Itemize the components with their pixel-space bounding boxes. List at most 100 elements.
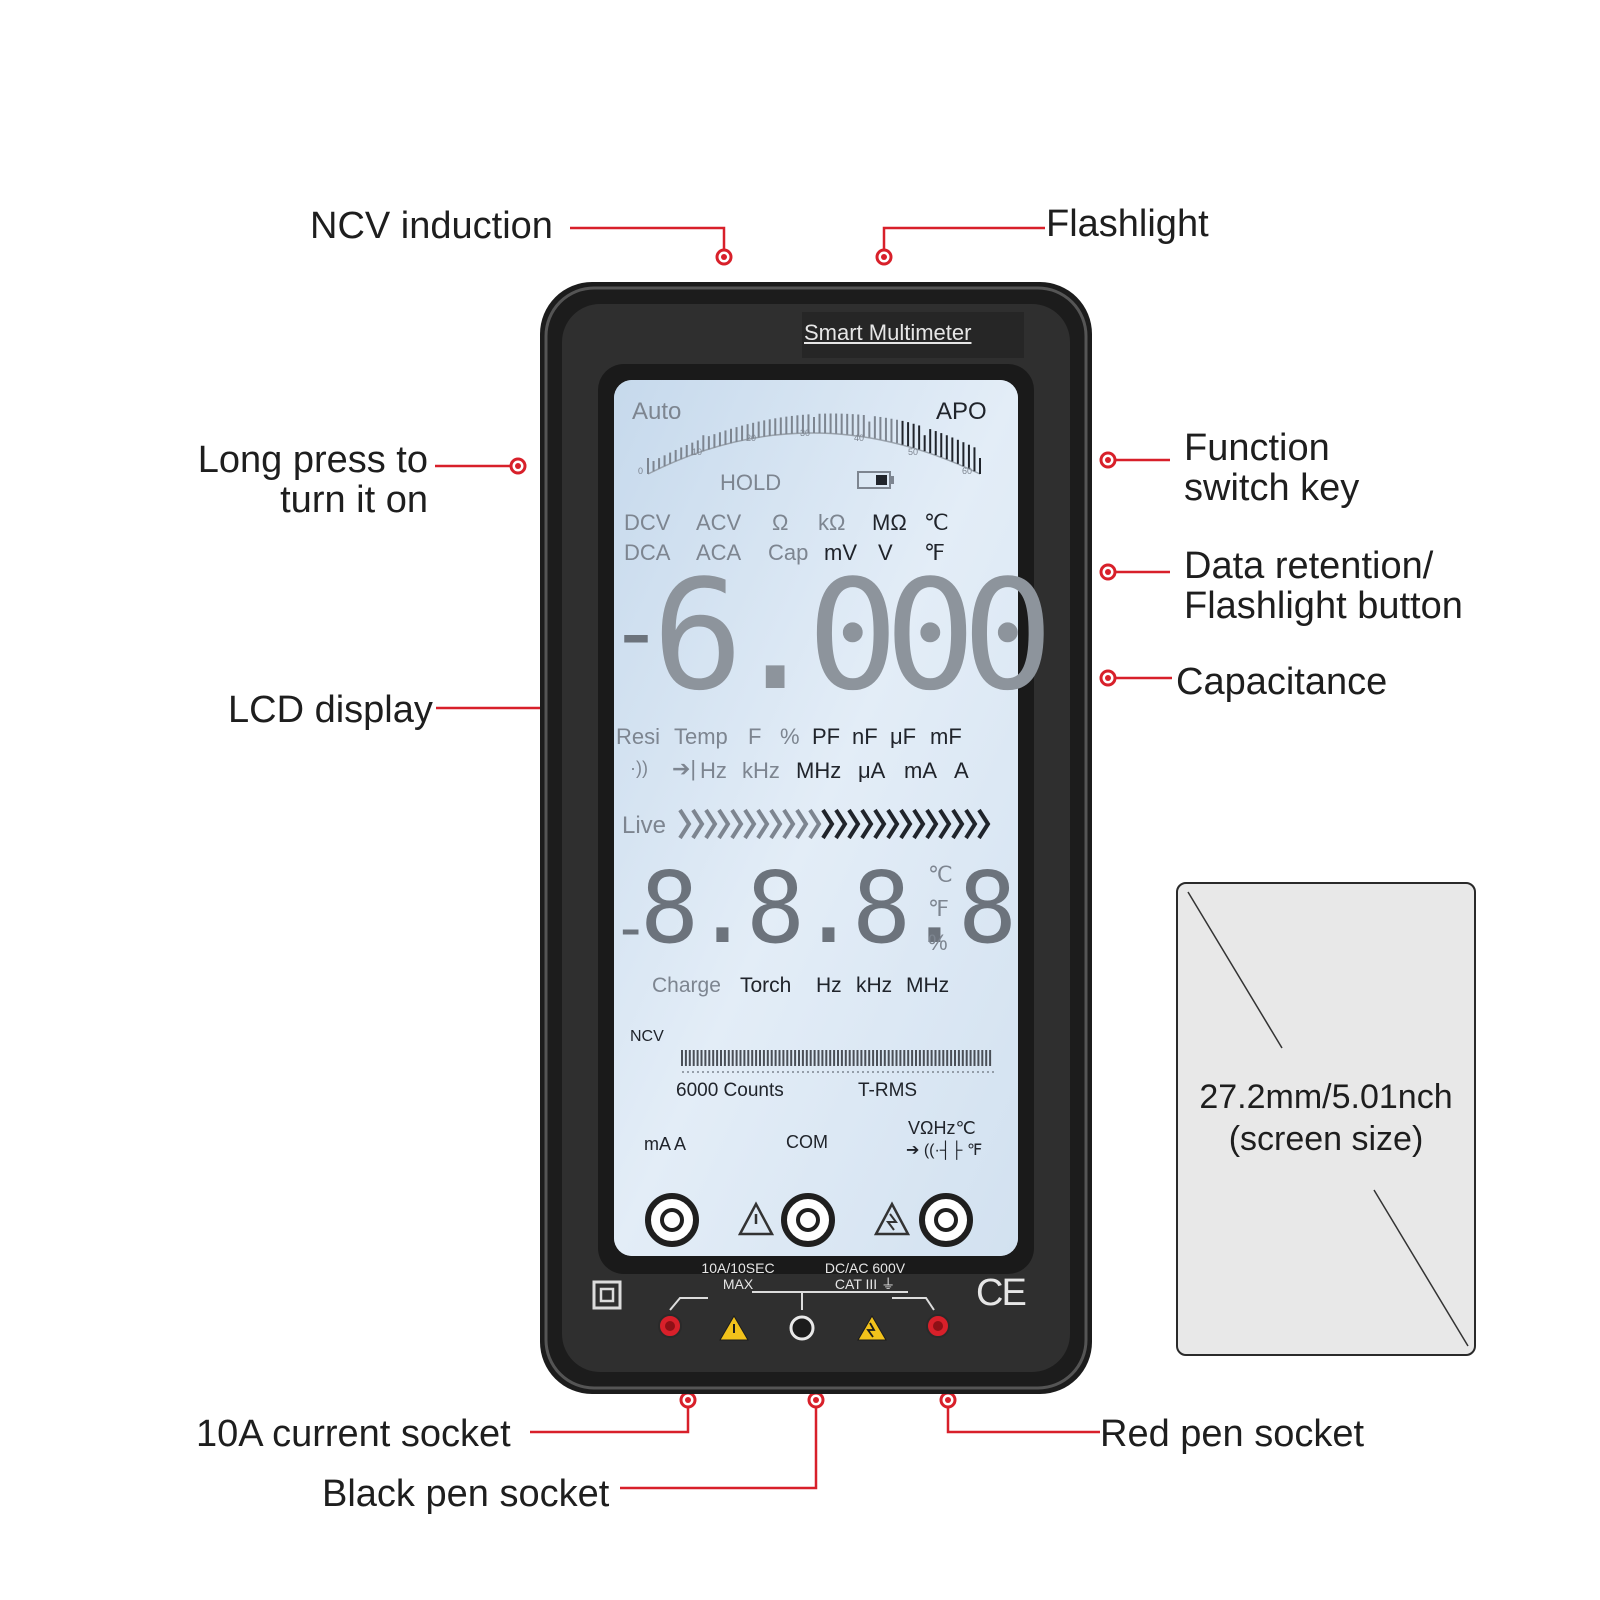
- lcd-sec-row-1: Torch: [740, 974, 792, 997]
- lcd-main-reading: 6.000: [652, 547, 1054, 724]
- label-black-pen-socket: Black pen socket: [322, 1473, 610, 1515]
- lcd-sec-row-3: kHz: [856, 974, 893, 997]
- lcd-socket-ma-a: mA A: [644, 1134, 687, 1154]
- lcd-ncv: NCV: [630, 1028, 664, 1045]
- leader-10a: [530, 1402, 690, 1434]
- live-chevron: [912, 808, 926, 840]
- lcd-mode2-2: Cap: [768, 540, 809, 565]
- brand-label: Smart Multimeter: [804, 320, 972, 345]
- lcd-unit1-2: F: [748, 724, 762, 749]
- lcd-socket-com: COM: [786, 1132, 828, 1152]
- lcd-mode1-5: ℃: [924, 510, 949, 535]
- lcd-socket-diode-cap-icon: ➔ ((·┤├: [906, 1142, 967, 1159]
- label-function-switch: Function switch key: [1184, 428, 1359, 508]
- rating-left-line1: 10A/10SEC: [701, 1260, 775, 1276]
- label-long-press: Long press to turn it on: [170, 440, 428, 520]
- lcd-socket-v-symbols: ➔ ((·┤├ ℉: [906, 1140, 982, 1160]
- live-chevron: [717, 808, 731, 840]
- rating-left: 10A/10SEC MAX: [686, 1260, 790, 1292]
- lcd-mode2-3: mV: [824, 540, 857, 565]
- label-capacitance: Capacitance: [1176, 661, 1388, 703]
- lcd-unit2-1: kHz: [742, 758, 780, 783]
- label-flashlight: Flashlight: [1046, 203, 1209, 245]
- lcd-scale-label-1: 10: [692, 447, 703, 457]
- label-long-press-line2: turn it on: [280, 479, 428, 521]
- label-function-line1: Function: [1184, 427, 1330, 469]
- live-chevron: [886, 808, 900, 840]
- live-chevron: [743, 808, 757, 840]
- lcd-scale-label-4: 40: [854, 433, 865, 444]
- label-data-retention-line2: Flashlight button: [1184, 585, 1463, 627]
- live-chevron: [769, 808, 783, 840]
- label-lcd-display: LCD display: [228, 689, 433, 731]
- leader-ncv: [570, 226, 726, 256]
- lcd-mode2-5: ℉: [924, 540, 945, 565]
- lcd-unit2-2: MHz: [796, 758, 842, 783]
- lcd-mode2-1: ACA: [696, 540, 742, 565]
- lcd-sec-row-2: Hz: [816, 974, 842, 997]
- lcd-live: Live: [622, 812, 667, 839]
- lcd-socket-v: VΩHz℃: [908, 1118, 976, 1138]
- leader-black-pen: [620, 1402, 818, 1490]
- lcd-unit1-5: nF: [852, 724, 878, 749]
- ground-icon: ⏚: [881, 1276, 896, 1292]
- lcd-secondary-reading: 8.8.8.8: [640, 852, 1017, 966]
- live-chevron: [691, 808, 705, 840]
- lcd-secondary-unit-0: ℃: [928, 862, 953, 887]
- lcd-mode1-1: ACV: [696, 510, 742, 535]
- rating-right-line1: DC/AC 600V: [824, 1260, 906, 1276]
- lcd-mode2-0: DCA: [624, 540, 671, 565]
- live-chevron: [873, 808, 887, 840]
- label-long-press-line1: Long press to: [197, 439, 428, 481]
- label-ncv-induction: NCV induction: [310, 205, 553, 247]
- lcd-unit2-0: Hz: [700, 758, 727, 783]
- live-chevron: [860, 808, 874, 840]
- live-chevron: [730, 808, 744, 840]
- lcd-mode2-4: V: [878, 540, 893, 565]
- lcd-apo: APO: [936, 398, 987, 425]
- label-data-retention-line1: Data retention/: [1184, 545, 1434, 587]
- lcd-unit1-3: %: [780, 724, 800, 749]
- lcd-sec-row-4: MHz: [906, 974, 950, 997]
- live-chevron: [951, 808, 965, 840]
- lcd-hold: HOLD: [720, 470, 782, 495]
- label-data-retention: Data retention/ Flashlight button: [1184, 546, 1463, 626]
- lcd-sec-row-0: Charge: [652, 974, 721, 997]
- leader-flashlight: [882, 226, 1045, 256]
- live-chevron: [899, 808, 913, 840]
- lcd-trms: T-RMS: [858, 1080, 918, 1101]
- live-chevron: [821, 808, 835, 840]
- lcd-mode1-3: kΩ: [818, 510, 846, 535]
- screen-size-card: 27.2mm/5.01nch (screen size): [1176, 882, 1476, 1356]
- rating-left-line2: MAX: [722, 1276, 754, 1292]
- live-chevron: [834, 808, 848, 840]
- live-chevron: [678, 808, 692, 840]
- live-chevron: [808, 808, 822, 840]
- live-chevron: [977, 808, 991, 840]
- lcd-mode1-2: Ω: [772, 510, 789, 535]
- live-chevron: [782, 808, 796, 840]
- live-chevron: [795, 808, 809, 840]
- screen-size-value: 27.2mm/5.01nch: [1199, 1078, 1453, 1116]
- lcd-auto: Auto: [632, 398, 682, 425]
- live-chevron: [847, 808, 861, 840]
- diagonal-line: [1187, 891, 1469, 1347]
- lcd-mode1-0: DCV: [624, 510, 671, 535]
- rating-right-cat: CAT III: [834, 1276, 878, 1292]
- lcd-scale-label-6: 60: [962, 466, 973, 476]
- lcd-counts: 6000 Counts: [676, 1080, 784, 1101]
- live-chevron: [925, 808, 939, 840]
- lcd-unit2-3: μA: [858, 758, 886, 783]
- live-chevron: [704, 808, 718, 840]
- lcd-unit1-1: Temp: [674, 724, 728, 749]
- lcd-scale-label-3: 30: [800, 428, 811, 438]
- lcd-main-sign: -: [620, 578, 652, 685]
- lcd-scale-label-0: 0: [638, 466, 644, 476]
- lcd-unit2-4: mA: [904, 758, 937, 783]
- multimeter-body: [540, 282, 1092, 1394]
- lcd-secondary-sign: -: [620, 891, 642, 963]
- live-chevron: [756, 808, 770, 840]
- lcd-continuity-icon: ·)): [630, 758, 648, 778]
- lcd-unit1-7: mF: [930, 724, 962, 749]
